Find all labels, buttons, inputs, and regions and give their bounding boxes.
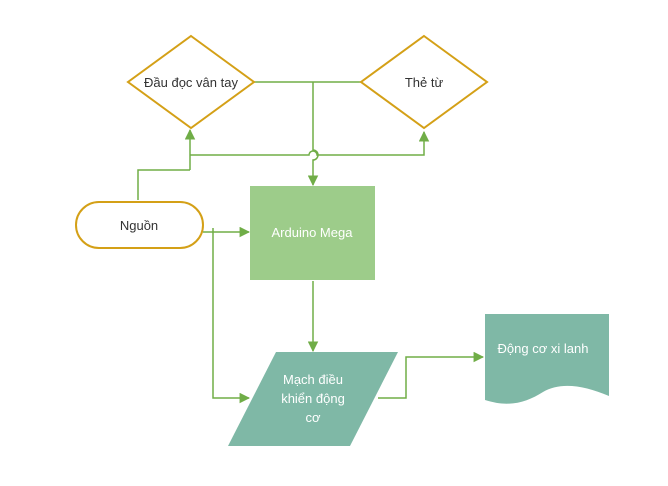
connectors <box>137 81 485 404</box>
connector-driver-to-cylinder <box>378 351 485 399</box>
motor-driver-shape <box>228 352 398 446</box>
arduino-node: Arduino Mega <box>250 186 375 280</box>
fingerprint-reader-shape <box>126 34 256 130</box>
power-label: Nguồn <box>120 218 158 233</box>
arduino-label: Arduino Mega <box>272 225 354 240</box>
card-shape <box>359 34 489 130</box>
card-label: Thẻ từ <box>405 75 444 90</box>
arduino-shape <box>250 186 375 280</box>
motor-driver-label-line-2: khiển động <box>281 391 345 406</box>
motor-driver-node: Mạch điều khiển động cơ <box>228 352 398 446</box>
motor-driver-label-line-3: cơ <box>305 410 321 425</box>
fingerprint-reader-node: Đầu đọc vân tay <box>126 34 256 130</box>
power-shape <box>75 201 204 249</box>
connector-power-to-driver <box>212 228 251 404</box>
power-node: Nguồn <box>75 201 204 249</box>
connector-merge-to-arduino <box>307 82 319 187</box>
cylinder-motor-node: Động cơ xi lanh <box>485 314 609 404</box>
cylinder-motor-shape <box>485 314 609 404</box>
fingerprint-reader-label: Đầu đọc vân tay <box>144 75 238 90</box>
cylinder-motor-label: Động cơ xi lanh <box>498 341 589 356</box>
connector-to-card <box>190 130 430 156</box>
card-node: Thẻ từ <box>359 34 489 130</box>
motor-driver-label-line-1: Mạch điều <box>283 372 343 387</box>
connector-power-up <box>137 169 190 200</box>
